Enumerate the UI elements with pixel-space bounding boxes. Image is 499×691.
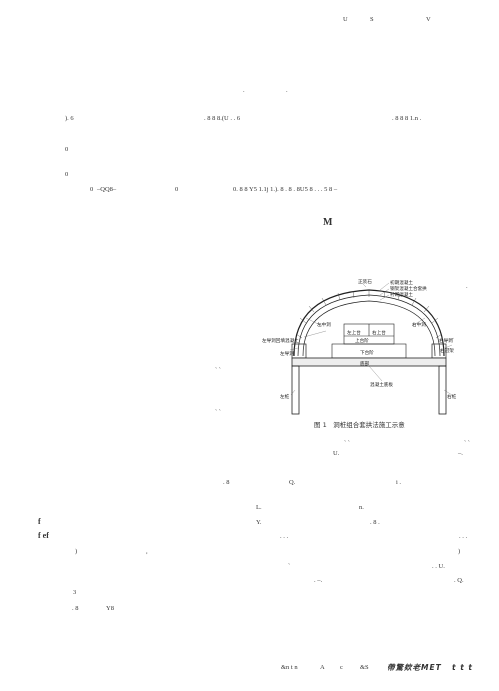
- text-fragment: i .: [396, 479, 402, 486]
- label-shangtaijie: 上台阶: [355, 337, 369, 344]
- label-zuodaodong: 左导洞: [280, 350, 294, 357]
- text-fragment: .: [243, 87, 245, 94]
- inner-lining-arch: [302, 300, 436, 357]
- text-fragment: `: [288, 563, 291, 570]
- footer-a: A: [320, 664, 325, 671]
- header-item: S: [370, 16, 374, 23]
- text-fragment: ` `: [464, 440, 470, 447]
- footer-end: t t t: [452, 663, 473, 672]
- text-fragment: 0: [90, 186, 94, 193]
- text-fragment: . . U.: [432, 563, 445, 570]
- footer-left: &n t n: [281, 664, 298, 671]
- text-fragment: f: [38, 517, 41, 526]
- label-chuqi: 初期混凝土: [390, 279, 413, 286]
- text-fragment: ): [458, 548, 461, 555]
- text-fragment: . . .: [459, 533, 468, 540]
- label-hunningtu-diban: 混凝土底板: [370, 381, 393, 388]
- label-zuoshangtai: 左上台: [347, 329, 361, 336]
- tunnel-construction-diagram: 正装石 初期混凝土 钢架混凝土合套拱 衬砌混凝土 左中洞 右中洞 左导洞回填混凝…: [262, 278, 457, 415]
- label-youdaodong: 右导洞: [439, 337, 453, 344]
- text-fragment: 3: [73, 589, 77, 596]
- text-fragment: . 8 8 8 1.n .: [392, 115, 422, 122]
- text-fragment: . Q.: [454, 577, 464, 584]
- text-fragment: . 8: [223, 479, 230, 486]
- label-zuodaodong-hunningtu: 左导洞回填混凝土: [262, 337, 299, 344]
- left-pile: [291, 365, 300, 415]
- text-fragment: ): [75, 548, 78, 555]
- text-fragment: U.: [333, 450, 340, 457]
- text-fragment: L.: [256, 504, 262, 511]
- label-dibu: 底部: [360, 360, 370, 367]
- label-zhengzhuangshi: 正装石: [358, 278, 372, 285]
- figure-caption: 图 1 洞桩组合套拱法施工示意: [314, 421, 405, 429]
- text-fragment: n.: [359, 504, 364, 511]
- text-fragment: 0: [65, 146, 69, 153]
- text-fragment: Q.: [289, 479, 296, 486]
- header-item: U: [343, 16, 348, 23]
- text-fragment: . 8: [72, 605, 79, 612]
- text-fragment: 0. 8 8 Y5 1.1j 1.). 8 . 8 . 8U5 8 . . . …: [233, 186, 338, 193]
- lining-hatch: [295, 290, 443, 339]
- text-fragment: –QQ8–: [97, 186, 117, 193]
- footer-c: c: [340, 664, 343, 671]
- text-fragment: . . .: [280, 533, 289, 540]
- text-fragment: ). 6: [65, 115, 74, 122]
- leader-lines: [289, 282, 455, 396]
- text-fragment: Y.: [256, 519, 262, 526]
- text-fragment: . –.: [314, 577, 323, 584]
- text-fragment: . 8 .: [370, 519, 380, 526]
- text-fragment: –.: [458, 450, 463, 457]
- text-fragment: . 8 8 8.(U . . 6: [204, 115, 241, 122]
- right-pile: [438, 365, 447, 415]
- label-zuozhongdong: 左中洞: [317, 321, 331, 328]
- text-fragment: ` `: [215, 367, 221, 374]
- text-fragment: Y8: [106, 605, 114, 612]
- label-youzhongdong: 右中洞: [412, 321, 426, 328]
- text-fragment: ` `: [344, 440, 350, 447]
- footer-s: &S: [360, 664, 369, 671]
- text-fragment: 0: [175, 186, 179, 193]
- label-youzhuang: 右桩: [447, 393, 457, 400]
- text-fragment: .: [466, 283, 468, 290]
- label-youguanjia: 右冠架: [440, 347, 454, 354]
- text-fragment: f ef: [38, 531, 49, 540]
- text-fragment: ` `: [215, 409, 221, 416]
- section-heading: M: [323, 217, 333, 228]
- footer-brand: 帶驚欸老MET: [387, 663, 442, 672]
- label-youshangtai: 右上台: [372, 329, 386, 336]
- label-xiataijie: 下台阶: [360, 349, 374, 356]
- header-item: V: [426, 16, 431, 23]
- text-fragment: 0: [65, 171, 69, 178]
- text-fragment: ,: [146, 548, 148, 555]
- label-zuozhuang: 左桩: [280, 393, 290, 400]
- label-gangjia: 钢架混凝土合套拱: [390, 285, 427, 292]
- label-chenqi: 衬砌混凝土: [390, 291, 413, 298]
- text-fragment: .: [286, 87, 288, 94]
